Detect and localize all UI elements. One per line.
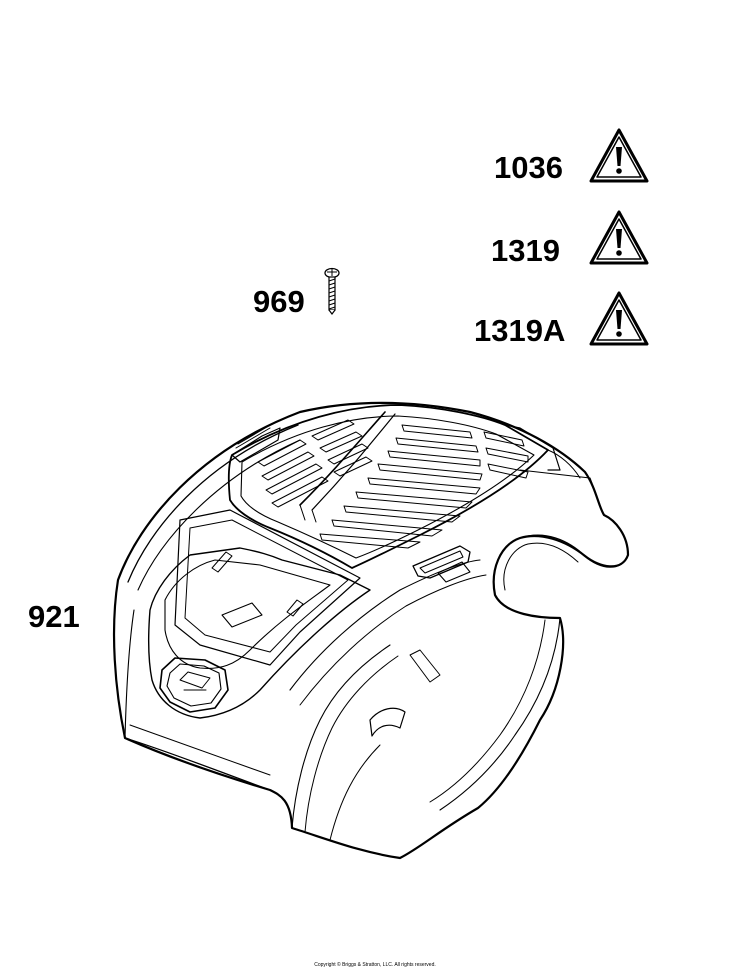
- screw-icon: [324, 267, 340, 315]
- warning-triangle-icon: [589, 210, 649, 265]
- part-number-1036: 1036: [494, 150, 563, 185]
- warning-triangle-icon: [589, 128, 649, 183]
- part-number-969: 969: [253, 284, 305, 319]
- copyright-notice: Copyright © Briggs & Stratton, LLC. All …: [314, 962, 436, 968]
- part-number-1319: 1319: [491, 233, 560, 268]
- part-number-921: 921: [28, 599, 80, 634]
- part-number-1319a: 1319A: [474, 313, 566, 348]
- warning-triangle-icon: [589, 291, 649, 346]
